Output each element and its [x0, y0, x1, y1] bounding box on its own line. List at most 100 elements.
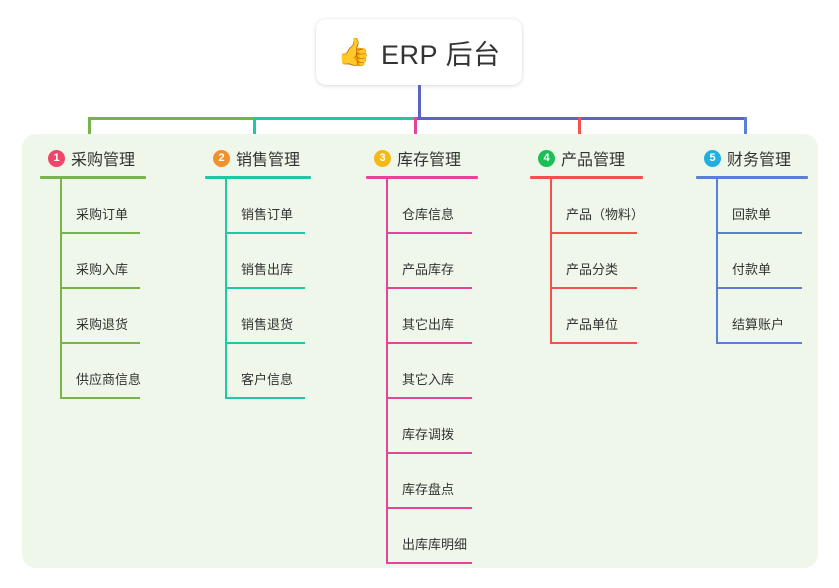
branch-header-库存管理[interactable]: 3 库存管理	[374, 146, 521, 170]
list-item[interactable]: 出库库明细	[366, 509, 521, 564]
list-item-rule	[716, 232, 802, 234]
thumbs-up-icon: 👍	[337, 36, 372, 67]
branch-number-badge: 4	[538, 149, 555, 167]
list-item[interactable]: 销售出库	[205, 234, 355, 289]
branches-panel	[22, 134, 818, 568]
list-item-label: 其它出库	[402, 317, 455, 332]
branch-header-rule	[530, 176, 643, 179]
branch-title: 采购管理	[71, 152, 136, 169]
list-item[interactable]: 结算账户	[696, 289, 831, 344]
branch-drop-line-2	[253, 117, 256, 146]
list-item-rule	[386, 562, 472, 564]
branch-spine	[716, 179, 718, 344]
list-item-label: 采购订单	[76, 207, 129, 222]
branch-header-rule	[696, 176, 808, 179]
branch-header-rule	[205, 176, 311, 179]
list-item-rule	[386, 342, 472, 344]
list-item[interactable]: 产品库存	[366, 234, 521, 289]
list-item[interactable]: 付款单	[696, 234, 831, 289]
branch-spine	[225, 179, 227, 399]
list-item[interactable]: 客户信息	[205, 344, 355, 399]
list-item-rule	[60, 397, 140, 399]
list-item[interactable]: 其它出库	[366, 289, 521, 344]
list-item[interactable]: 其它入库	[366, 344, 521, 399]
branch-column-产品管理: 4 产品管理产品（物料） 产品分类产品单位	[530, 146, 690, 344]
list-item-rule	[386, 287, 472, 289]
list-item[interactable]: 采购退货	[40, 289, 190, 344]
list-item-label: 销售退货	[241, 317, 294, 332]
list-item-label: 采购退货	[76, 317, 129, 332]
branch-drop-line-5	[744, 117, 747, 146]
branch-item-list: 仓库信息产品库存其它出库其它入库库存调拨库存盘点出库库明细	[366, 179, 521, 564]
list-item[interactable]: 产品分类	[530, 234, 690, 289]
list-item[interactable]: 产品（物料）	[530, 179, 690, 234]
list-item[interactable]: 销售订单	[205, 179, 355, 234]
connector-segment-2	[253, 117, 417, 120]
list-item-rule	[386, 452, 472, 454]
list-item[interactable]: 采购订单	[40, 179, 190, 234]
list-item-rule	[60, 232, 140, 234]
branch-column-库存管理: 3 库存管理仓库信息产品库存其它出库其它入库库存调拨库存盘点出库库明细	[366, 146, 521, 564]
list-item-label: 销售订单	[241, 207, 294, 222]
branch-drop-line-3	[414, 117, 417, 146]
branch-header-产品管理[interactable]: 4 产品管理	[538, 146, 690, 170]
list-item-label: 客户信息	[241, 372, 294, 387]
branch-column-采购管理: 1 采购管理采购订单采购入库采购退货供应商信息	[40, 146, 190, 399]
list-item-label: 付款单	[732, 262, 772, 277]
branch-title: 产品管理	[561, 152, 626, 169]
list-item-rule	[225, 287, 305, 289]
list-item-rule	[550, 232, 637, 234]
list-item-rule	[60, 342, 140, 344]
list-item[interactable]: 产品单位	[530, 289, 690, 344]
list-item-label: 产品分类	[566, 262, 619, 277]
branch-number-badge: 3	[374, 149, 391, 167]
list-item[interactable]: 回款单	[696, 179, 831, 234]
list-item-rule	[225, 397, 305, 399]
branch-title: 财务管理	[727, 152, 792, 169]
branch-title: 销售管理	[236, 152, 301, 169]
branch-item-list: 回款单付款单结算账户	[696, 179, 831, 344]
list-item[interactable]: 销售退货	[205, 289, 355, 344]
list-item-rule	[225, 232, 305, 234]
list-item-rule	[386, 507, 472, 509]
branch-header-rule	[366, 176, 478, 179]
list-item-label: 出库库明细	[402, 537, 468, 552]
list-item[interactable]: 库存调拨	[366, 399, 521, 454]
branch-column-财务管理: 5 财务管理回款单付款单结算账户	[696, 146, 831, 344]
list-item-rule	[225, 342, 305, 344]
list-item[interactable]: 采购入库	[40, 234, 190, 289]
branch-header-财务管理[interactable]: 5 财务管理	[704, 146, 831, 170]
list-item-label: 仓库信息	[402, 207, 455, 222]
branch-drop-line-4	[578, 117, 581, 146]
list-item-rule	[60, 287, 140, 289]
branch-spine	[386, 179, 388, 564]
branch-header-采购管理[interactable]: 1 采购管理	[48, 146, 190, 170]
list-item-label: 产品单位	[566, 317, 619, 332]
list-item-rule	[550, 342, 637, 344]
branch-drop-line-1	[88, 117, 91, 146]
list-item-rule	[386, 232, 472, 234]
connector-segment-1	[88, 117, 256, 120]
list-item-label: 其它入库	[402, 372, 455, 387]
root-title: ERP 后台	[381, 39, 501, 70]
branch-spine	[60, 179, 62, 399]
root-stem	[418, 85, 421, 120]
branch-header-rule	[40, 176, 146, 179]
list-item-label: 供应商信息	[76, 372, 142, 387]
list-item-label: 产品（物料）	[566, 207, 645, 222]
list-item[interactable]: 仓库信息	[366, 179, 521, 234]
branch-spine	[550, 179, 552, 344]
list-item-label: 采购入库	[76, 262, 129, 277]
branch-title: 库存管理	[397, 152, 462, 169]
list-item-rule	[550, 287, 637, 289]
branch-item-list: 采购订单采购入库采购退货供应商信息	[40, 179, 190, 399]
branch-number-badge: 1	[48, 149, 65, 167]
root-node[interactable]: 👍 ERP 后台	[316, 19, 522, 85]
list-item[interactable]: 库存盘点	[366, 454, 521, 509]
list-item[interactable]: 供应商信息	[40, 344, 190, 399]
branch-number-badge: 5	[704, 149, 721, 167]
list-item-label: 回款单	[732, 207, 772, 222]
